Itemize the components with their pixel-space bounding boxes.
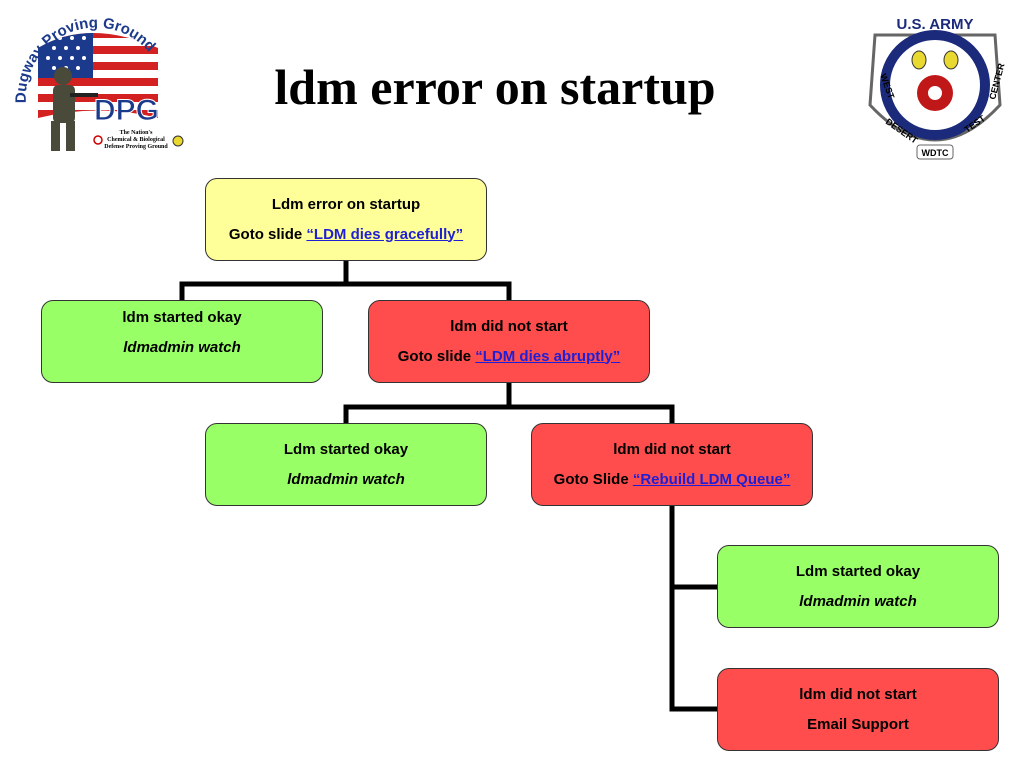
tagline-line-2: Chemical & Biological	[107, 137, 165, 143]
tagline-line-1: The Nation's	[120, 130, 154, 136]
root-node: Ldm error on startup Goto slide “LDM die…	[205, 178, 487, 261]
level3-fail-goto: Goto Slide “Rebuild LDM Queue”	[554, 470, 791, 490]
link-ldm-dies-gracefully[interactable]: “LDM dies gracefully”	[306, 225, 464, 243]
link-rebuild-ldm-queue[interactable]: “Rebuild LDM Queue”	[632, 470, 791, 488]
root-node-goto: Goto slide “LDM dies gracefully”	[229, 225, 463, 245]
gasmask-left-icon	[911, 50, 927, 70]
level2-fail-label: ldm did not start	[450, 317, 568, 335]
level4-fail-action: Email Support	[807, 715, 909, 733]
level4-ok-command: ldmadmin watch	[799, 592, 917, 610]
level2-fail-goto: Goto slide “LDM dies abruptly”	[398, 347, 621, 367]
level3-goto-prefix: Goto Slide	[553, 470, 633, 488]
biohazard-small-icon	[93, 135, 103, 145]
root-goto-prefix: Goto slide	[228, 225, 307, 243]
slide-title: ldm error on startup	[274, 59, 716, 115]
level4-did-not-start-node: ldm did not start Email Support	[717, 668, 999, 751]
level3-fail-label: ldm did not start	[613, 440, 731, 458]
level2-started-okay-node: ldm started okay ldmadmin watch	[41, 300, 323, 383]
gasmask-small-icon	[172, 135, 184, 147]
root-node-label: Ldm error on startup	[271, 195, 421, 213]
dpg-badge: DPG	[94, 94, 159, 127]
seal-bottom-text: WDTC	[922, 148, 949, 158]
level2-goto-prefix: Goto slide	[397, 347, 476, 365]
level4-ok-label: Ldm started okay	[795, 562, 921, 580]
gasmask-right-icon	[943, 50, 959, 70]
us-army-wdtc-seal: U.S. ARMY DUGWAY PROVING GROUND · CHEMIC…	[855, 5, 1007, 160]
level2-did-not-start-node: ldm did not start Goto slide “LDM dies a…	[368, 300, 650, 383]
soldier-icon	[51, 67, 98, 151]
level3-ok-label: Ldm started okay	[283, 440, 409, 458]
level3-ok-command: ldmadmin watch	[287, 470, 405, 488]
level2-ok-label: ldm started okay	[122, 309, 242, 326]
dugway-proving-ground-logo: Dugway Proving Ground DPG The Nation's C…	[13, 14, 184, 151]
link-ldm-dies-abruptly[interactable]: “LDM dies abruptly”	[475, 347, 621, 365]
level4-fail-label: ldm did not start	[799, 685, 917, 703]
level3-started-okay-node: Ldm started okay ldmadmin watch	[205, 423, 487, 506]
level2-ok-command: ldmadmin watch	[123, 339, 241, 356]
tagline-line-3: Defense Proving Ground	[104, 144, 168, 150]
level4-started-okay-node: Ldm started okay ldmadmin watch	[717, 545, 999, 628]
seal-top-text: U.S. ARMY	[897, 16, 974, 33]
level3-did-not-start-node: ldm did not start Goto Slide “Rebuild LD…	[531, 423, 813, 506]
